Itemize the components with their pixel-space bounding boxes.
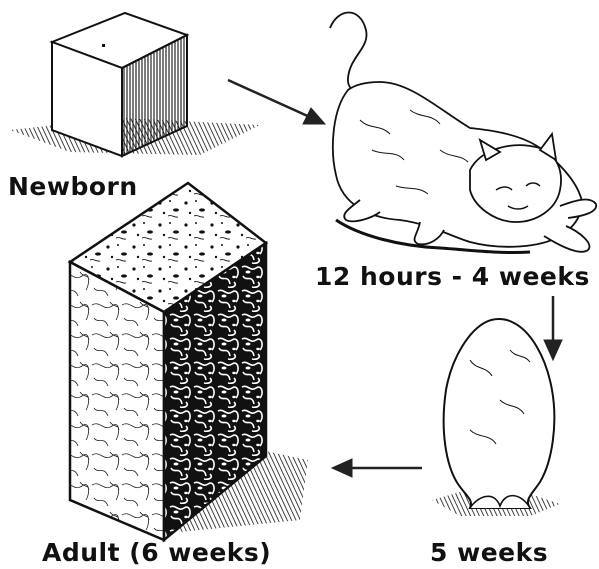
adult-block — [70, 183, 308, 540]
arrow-cat-to-5weeks — [544, 296, 562, 360]
cat-illustration — [330, 13, 596, 253]
label-5-weeks: 5 weeks — [430, 538, 548, 567]
label-newborn: Newborn — [8, 172, 138, 201]
newborn-cube — [10, 13, 260, 156]
arrow-newborn-to-cat — [228, 80, 325, 124]
arrow-5weeks-to-adult — [332, 459, 422, 477]
block-front — [70, 262, 164, 540]
cube-mark — [102, 44, 105, 47]
cat-head — [470, 145, 561, 222]
shed-skin-illustration — [432, 319, 560, 516]
label-12-hours-4-weeks: 12 hours - 4 weeks — [315, 262, 590, 291]
label-adult: Adult (6 weeks) — [42, 538, 271, 567]
shed-skin — [444, 319, 555, 508]
